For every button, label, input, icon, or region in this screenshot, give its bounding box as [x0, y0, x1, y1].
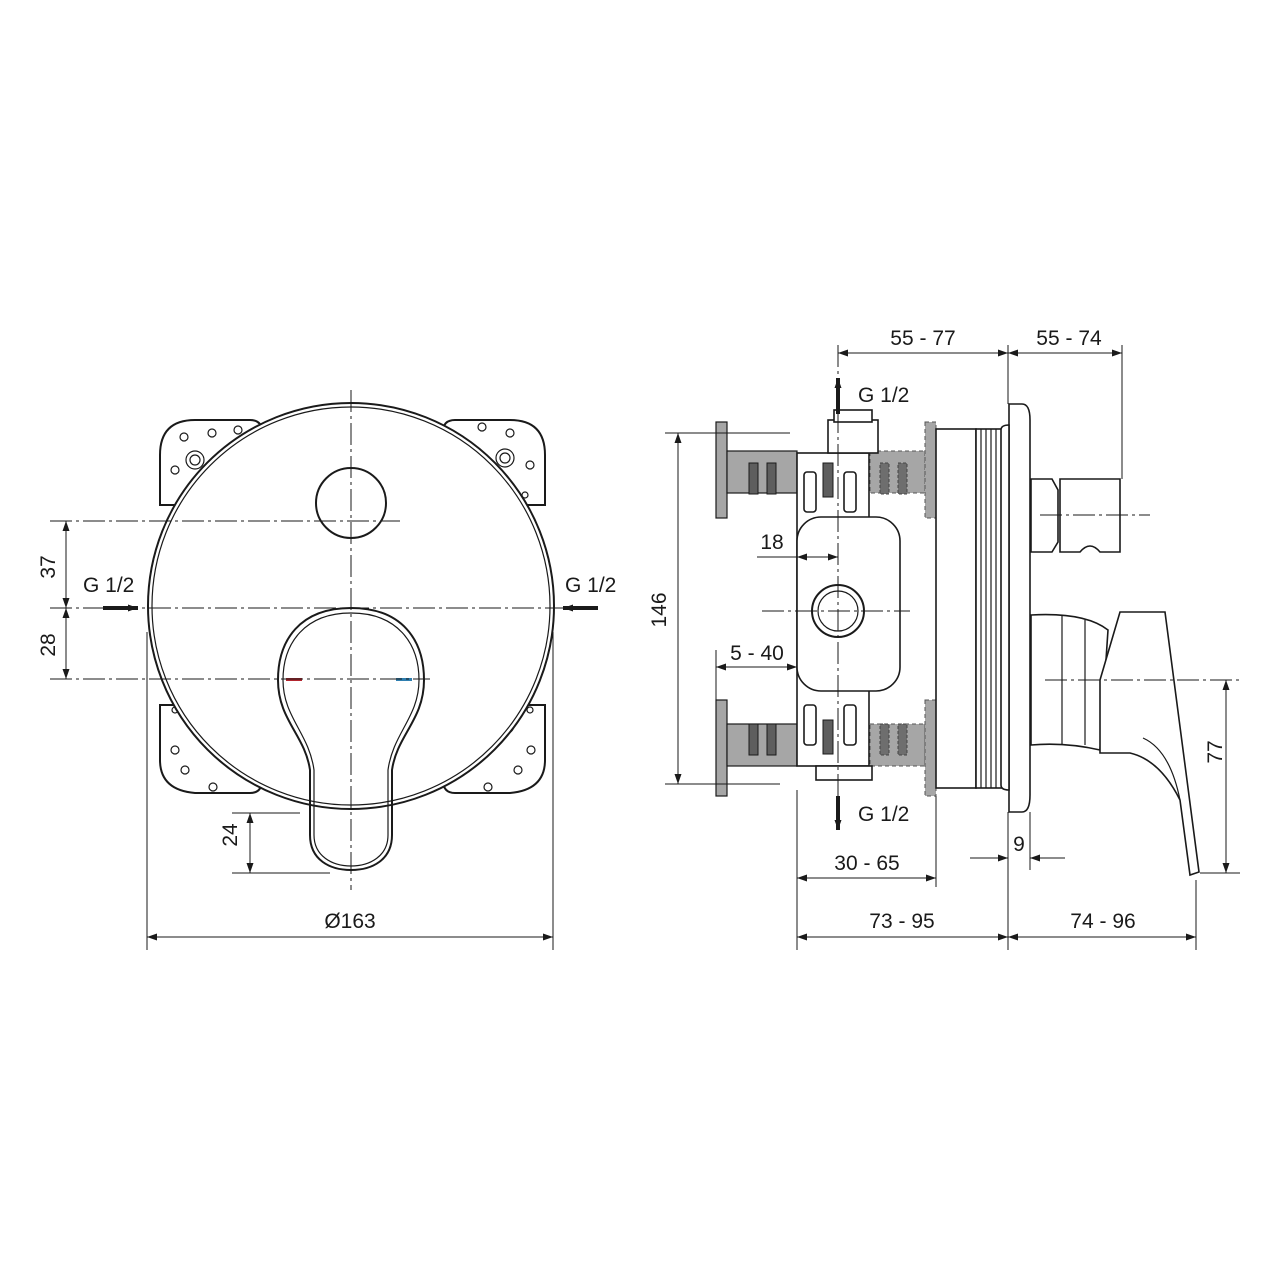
dim-9-label: 9 [1013, 833, 1025, 856]
inlet-right-label: G 1/2 [565, 574, 616, 597]
lever-side [1030, 613, 1109, 751]
cold-indicator [396, 678, 412, 681]
front-view: 37 28 G 1/2 G 1/2 24 Ø163 [37, 390, 616, 950]
dim-28-label: 28 [37, 633, 60, 656]
dim-30-65-label: 30 - 65 [834, 852, 899, 875]
side-view: G 1/2 G 1/2 146 18 5 - 40 55 - 77 55 - 7… [648, 327, 1240, 950]
dim-5-40-label: 5 - 40 [730, 642, 784, 665]
dim-18-label: 18 [760, 531, 783, 554]
dim-diameter-label: Ø163 [324, 910, 375, 933]
outlet-bottom-label: G 1/2 [858, 803, 909, 826]
dim-73-95-label: 73 - 95 [869, 910, 934, 933]
dim-55-74-label: 55 - 74 [1036, 327, 1102, 350]
valve-body [796, 516, 901, 692]
dim-55-77-label: 55 - 77 [890, 327, 955, 350]
threaded-sleeve [975, 428, 1004, 789]
dim-37-label: 37 [37, 555, 60, 578]
flange-top-left [715, 421, 728, 519]
flange-bottom-left [715, 699, 728, 797]
inlet-left-label: G 1/2 [83, 574, 134, 597]
cover-plate-side [1008, 403, 1031, 813]
outlet-top-label: G 1/2 [858, 384, 909, 407]
dim-74-96-label: 74 - 96 [1070, 910, 1135, 933]
dim-146-label: 146 [648, 592, 671, 627]
dim-24-label: 24 [219, 823, 242, 847]
dim-77-label: 77 [1204, 740, 1227, 763]
